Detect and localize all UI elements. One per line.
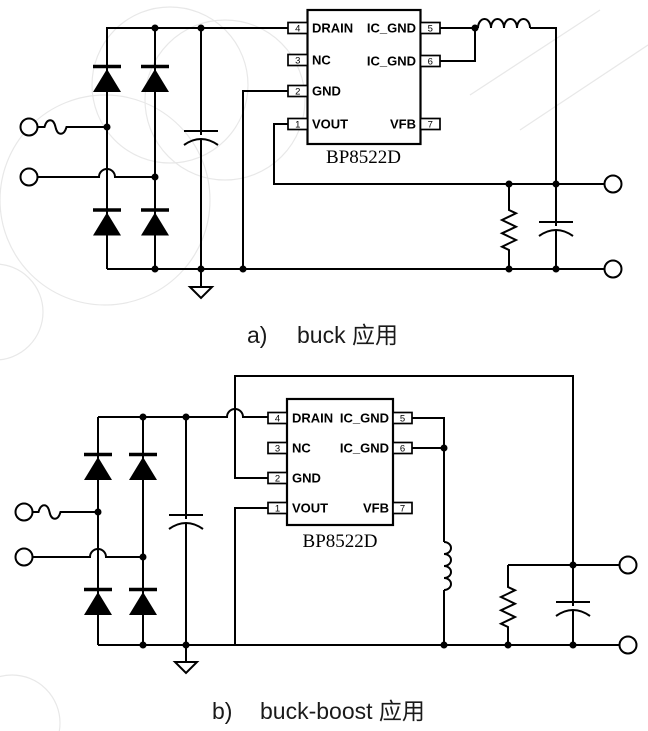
diode-icon <box>84 587 112 615</box>
pin-label-gnd: GND <box>292 471 321 486</box>
circuit-a: 4 3 2 1 5 6 7 DRAIN NC GND VOUT IC_GND I… <box>19 8 623 348</box>
ic-name: BP8522D <box>326 147 401 168</box>
input-terminal-b2 <box>14 547 143 567</box>
icgnd6-wire-a <box>440 28 476 62</box>
caption-b-title: buck-boost 应用 <box>260 698 425 724</box>
feedback-resistor-b <box>498 565 518 645</box>
pin-label-vout: VOUT <box>312 117 348 132</box>
pin-label-icgnd6: IC_GND <box>340 441 389 456</box>
pin-label-drain: DRAIN <box>312 21 353 36</box>
ic-bp8522d-b: 4 3 2 1 5 6 7 DRAIN NC GND VOUT IC_GND I… <box>267 397 413 552</box>
pin-label-vout: VOUT <box>292 501 328 516</box>
pin-number: 3 <box>295 55 300 66</box>
pin-number: 1 <box>275 503 280 514</box>
caption-b-label: b) <box>212 698 232 724</box>
output-terminal-a-minus <box>603 259 623 279</box>
ground-symbol-b <box>172 645 200 675</box>
pin-number: 3 <box>275 443 280 454</box>
diode-icon <box>141 208 169 236</box>
pin-label-drain: DRAIN <box>292 411 333 426</box>
output-capacitor-b <box>555 601 591 645</box>
pin-number: 1 <box>295 119 300 130</box>
output-terminal-b-minus <box>618 635 638 655</box>
pin-number: 7 <box>400 503 405 514</box>
output-capacitor-a <box>538 184 574 269</box>
pin-number: 2 <box>295 86 300 97</box>
pin-number: 7 <box>428 119 433 130</box>
pin-number: 5 <box>428 23 433 34</box>
bulk-capacitor-a <box>183 28 219 269</box>
pin-number: 4 <box>295 23 300 34</box>
pin-number: 5 <box>400 413 405 424</box>
pin-number: 6 <box>400 443 405 454</box>
watermark <box>0 6 648 731</box>
output-terminal-a-plus <box>603 174 623 194</box>
output-terminal-b-plus <box>618 555 638 575</box>
ic-bp8522d-a: 4 3 2 1 5 6 7 DRAIN NC GND VOUT IC_GND I… <box>287 8 441 168</box>
input-fuse-icon <box>37 119 107 135</box>
pin-label-vfb: VFB <box>363 501 389 516</box>
gnd-top-rail-b <box>234 375 574 606</box>
pin-label-nc: NC <box>292 441 311 456</box>
vout-wire-b <box>234 507 268 645</box>
pin-label-icgnd6: IC_GND <box>367 54 416 69</box>
feedback-resistor-a <box>499 184 519 269</box>
pin-label-vfb: VFB <box>390 117 416 132</box>
gnd-pin-wire-a <box>242 90 288 269</box>
pin-number: 6 <box>428 56 433 67</box>
diode-icon <box>93 208 121 236</box>
inductor-a <box>440 18 557 184</box>
diode-icon <box>129 452 157 480</box>
ic-name: BP8522D <box>303 531 378 552</box>
bridge-rectifier-b <box>84 408 620 646</box>
input-terminal-a2 <box>19 167 155 187</box>
diode-icon <box>93 64 121 92</box>
input-terminal-a1 <box>19 117 107 137</box>
pin-label-icgnd5: IC_GND <box>340 411 389 426</box>
inductor-b <box>412 417 452 645</box>
pin-label-icgnd5: IC_GND <box>367 21 416 36</box>
input-terminal-b1 <box>14 502 98 522</box>
bulk-capacitor-b <box>168 417 204 645</box>
pin-label-nc: NC <box>312 53 331 68</box>
pin-number: 4 <box>275 413 280 424</box>
caption-a-label: a) <box>247 322 267 348</box>
input-fuse-icon <box>32 504 98 520</box>
junction-dots-b <box>94 413 577 649</box>
diode-icon <box>141 64 169 92</box>
caption-a-title: buck 应用 <box>297 322 398 348</box>
bridge-rectifier-a <box>93 27 605 270</box>
vout-rail-a <box>273 123 605 185</box>
diode-icon <box>129 587 157 615</box>
ground-symbol-a <box>187 269 215 300</box>
circuit-b: 4 3 2 1 5 6 7 DRAIN NC GND VOUT IC_GND I… <box>14 375 638 724</box>
diode-icon <box>84 452 112 480</box>
pin-number: 2 <box>275 473 280 484</box>
pin-label-gnd: GND <box>312 84 341 99</box>
junction-dots-a <box>103 24 560 273</box>
